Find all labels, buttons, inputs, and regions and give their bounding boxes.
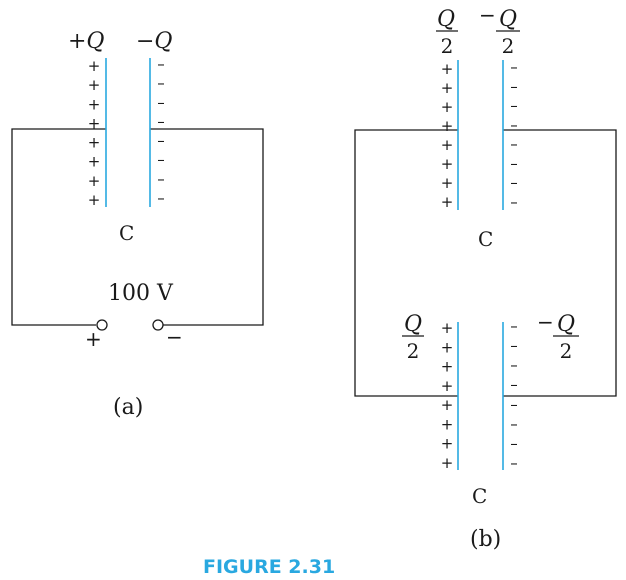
plus-charge: + [441, 338, 454, 356]
plus-charge: + [88, 172, 101, 190]
figure-a: + − ++++++++ –––––––– +Q −Q C 100 V (a) [11, 29, 264, 420]
plus-charge: + [441, 454, 454, 472]
figure-caption: FIGURE 2.31 [203, 556, 335, 578]
svg-text:2: 2 [502, 34, 515, 58]
minus-charge: – [157, 93, 165, 111]
fig-a-right-charge-label: −Q [136, 29, 172, 54]
figure-b: ++++++++ –––––––– Q 2 − Q 2 C ++++++++ –… [354, 3, 617, 552]
fig-a-voltage-label: 100 V [108, 281, 174, 306]
plus-charge: + [88, 95, 101, 113]
minus-charge: – [510, 395, 518, 413]
svg-text:Q: Q [557, 312, 575, 337]
minus-charge: – [157, 189, 165, 207]
minus-charge: – [510, 317, 518, 335]
fig-b-bottom-plus-charges: ++++++++ [441, 319, 454, 472]
plus-charge: + [441, 136, 454, 154]
fig-a-capacitor-label: C [119, 221, 134, 245]
minus-charge: – [510, 58, 518, 76]
minus-charge: – [510, 337, 518, 355]
svg-text:2: 2 [441, 34, 454, 58]
fig-b-label: (b) [470, 527, 501, 552]
fig-b-top-minus-charges: –––––––– [510, 58, 518, 211]
fig-a-wire-right [150, 128, 264, 326]
plus-charge: + [441, 60, 454, 78]
minus-charge: – [157, 170, 165, 188]
plus-charge: + [441, 396, 454, 414]
plus-charge: + [441, 377, 454, 395]
minus-charge: – [510, 434, 518, 452]
minus-charge: – [510, 454, 518, 472]
minus-charge: – [510, 174, 518, 192]
minus-charge: – [510, 154, 518, 172]
fig-b-top-left-charge-label: Q 2 [436, 7, 458, 58]
minus-charge: – [510, 376, 518, 394]
minus-charge: – [510, 116, 518, 134]
fig-a-terminal-negative [152, 319, 164, 331]
svg-text:Q: Q [404, 312, 422, 337]
fig-b-wire-left [354, 129, 458, 397]
svg-text:Q: Q [437, 7, 455, 32]
plus-charge: + [88, 76, 101, 94]
fig-a-plus-charges: ++++++++ [88, 57, 101, 209]
fig-b-bottom-capacitor-label: C [472, 484, 487, 508]
svg-text:2: 2 [560, 339, 573, 363]
minus-charge: – [510, 77, 518, 95]
minus-charge: – [510, 193, 518, 211]
minus-charge: – [510, 135, 518, 153]
plus-charge: + [88, 57, 101, 75]
plus-charge: + [441, 435, 454, 453]
plus-charge: + [441, 155, 454, 173]
fig-b-top-capacitor-label: C [478, 227, 493, 251]
minus-charge: – [510, 97, 518, 115]
plus-charge: + [88, 134, 101, 152]
svg-text:2: 2 [407, 339, 420, 363]
fig-a-terminal-plus-label: + [85, 327, 102, 351]
svg-text:−: − [479, 3, 496, 27]
minus-charge: – [510, 415, 518, 433]
plus-charge: + [441, 174, 454, 192]
fig-a-label: (a) [113, 395, 143, 420]
fig-a-terminal-minus-label: − [166, 325, 183, 349]
plus-charge: + [88, 191, 101, 209]
plus-charge: + [441, 79, 454, 97]
minus-charge: – [510, 356, 518, 374]
fig-b-top-plus-charges: ++++++++ [441, 60, 454, 211]
fig-a-terminal-positive [96, 319, 108, 331]
fig-a-wire-left [11, 128, 106, 326]
minus-charge: – [157, 55, 165, 73]
plus-charge: + [441, 358, 454, 376]
minus-charge: – [157, 151, 165, 169]
plus-charge: + [441, 319, 454, 337]
plus-charge: + [441, 98, 454, 116]
plus-charge: + [441, 117, 454, 135]
svg-text:−: − [537, 310, 554, 334]
fig-b-bottom-right-charge-label: − Q 2 [537, 310, 579, 363]
plus-charge: + [88, 153, 101, 171]
minus-charge: – [157, 132, 165, 150]
fig-b-bottom-left-charge-label: Q 2 [402, 312, 424, 363]
minus-charge: – [157, 112, 165, 130]
fig-a-left-charge-label: +Q [68, 29, 104, 54]
fig-b-top-right-charge-label: − Q 2 [479, 3, 520, 58]
fig-b-bottom-minus-charges: –––––––– [510, 317, 518, 472]
fig-a-minus-charges: –––––––– [157, 55, 165, 207]
plus-charge: + [441, 415, 454, 433]
plus-charge: + [441, 193, 454, 211]
fig-b-wire-right [503, 129, 617, 397]
plus-charge: + [88, 114, 101, 132]
svg-text:Q: Q [499, 7, 517, 32]
minus-charge: – [157, 74, 165, 92]
